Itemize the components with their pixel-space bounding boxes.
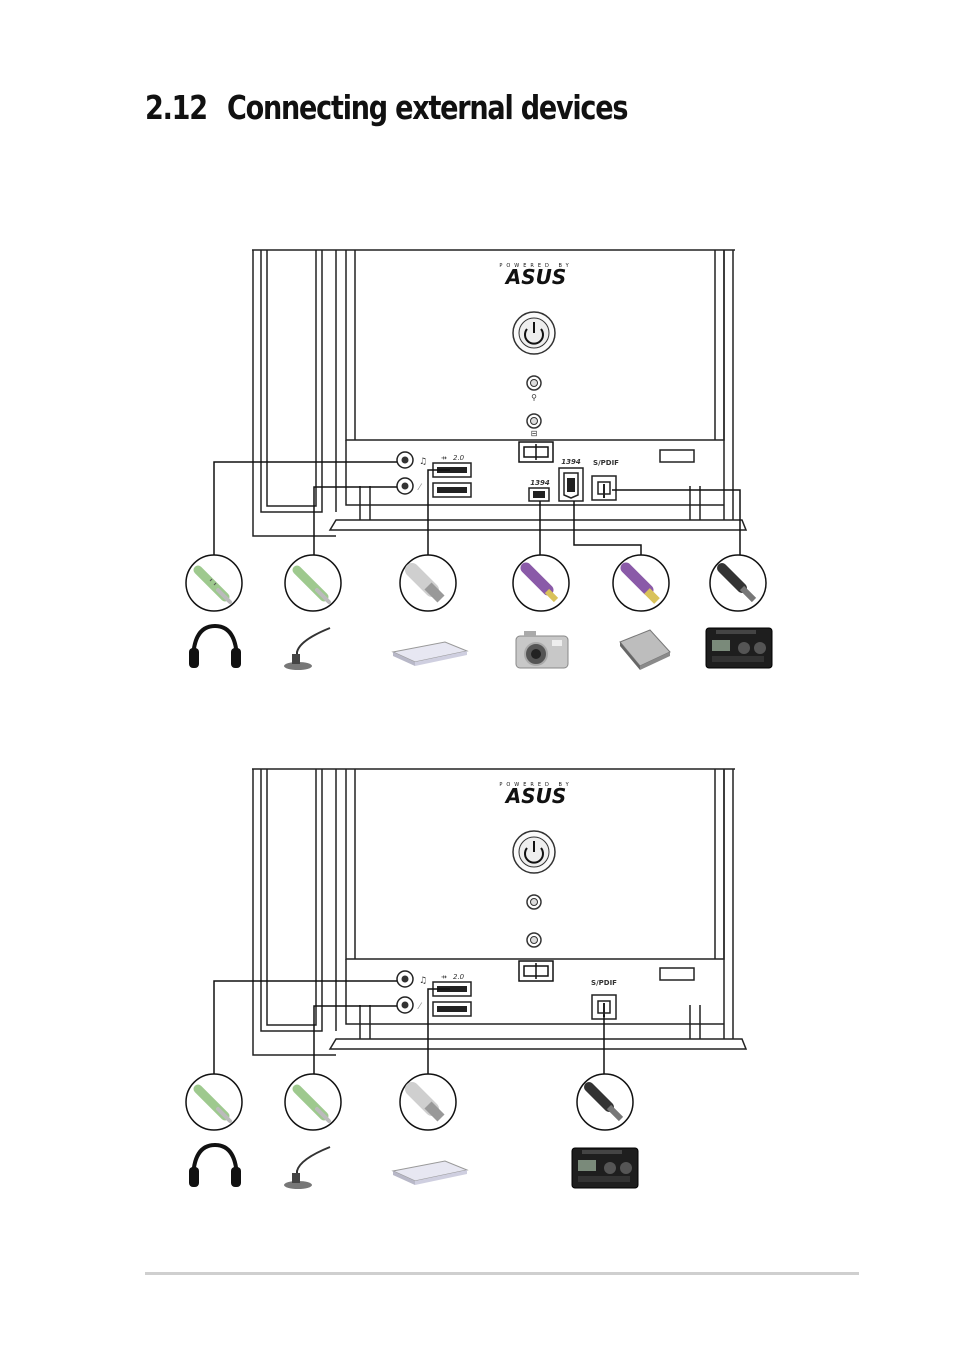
spdif-plug-callout <box>709 554 767 612</box>
usb-plug-callout <box>399 1073 457 1131</box>
brand-logo-text: ASUS <box>504 784 567 808</box>
microphone-icon <box>284 627 331 670</box>
headphone-icon: ♫ <box>419 457 427 467</box>
ieee1394-6pin-port[interactable]: 1394 <box>558 458 584 502</box>
front-panel-diagram-1: POWERED BY ASUS ⚲ ⊟ ♫ ⁄ ⇸ 2.0 <box>0 240 954 720</box>
brand-logo-text: ASUS <box>504 265 567 289</box>
headphones-icon <box>189 1142 241 1187</box>
svg-text:⊟: ⊟ <box>531 429 538 438</box>
connection-cables <box>213 461 741 555</box>
power-button[interactable] <box>512 311 556 355</box>
svg-text:⚲: ⚲ <box>531 393 537 402</box>
pc-front-panel <box>252 768 748 1056</box>
headphones-icon <box>189 623 241 668</box>
firewire-4pin-plug-callout <box>512 554 570 612</box>
usb-icon: ⇸ <box>441 454 447 462</box>
power-led <box>526 894 542 910</box>
spdif-plug-callout <box>576 1073 634 1131</box>
microphone-jack[interactable]: ⁄ <box>396 996 423 1014</box>
front-panel-diagram-2: POWERED BY ASUS ♫ ⁄ ⇸ 2.0 S/PDIF <box>0 760 954 1240</box>
pc-front-panel <box>252 249 748 537</box>
microphone-icon <box>284 1146 331 1189</box>
section-heading: 2.12 Connecting external devices <box>145 88 628 127</box>
headphone-plug-callout <box>185 1073 243 1131</box>
headphone-plug-callout <box>185 554 243 612</box>
section-number: 2.12 <box>145 88 208 127</box>
power-button[interactable] <box>512 830 556 874</box>
spdif-label: S/PDIF <box>591 979 617 987</box>
headphone-jack[interactable]: ♫ <box>396 970 427 988</box>
external-hard-drive-icon <box>619 629 671 670</box>
usb-label: 2.0 <box>453 454 465 462</box>
footer-rule <box>145 1272 859 1275</box>
scanner-icon <box>391 1160 469 1185</box>
microphone-icon: ⁄ <box>417 483 423 493</box>
ieee1394-4pin-port[interactable]: 1394 <box>528 479 550 502</box>
firewire-label-small: 1394 <box>530 479 550 487</box>
asus-logo: POWERED BY ASUS <box>499 782 572 808</box>
connection-cables <box>213 980 605 1074</box>
asus-logo: POWERED BY ASUS <box>499 263 572 289</box>
power-led: ⚲ <box>526 375 542 402</box>
headphone-jack[interactable]: ♫ <box>396 451 427 469</box>
usb-label: 2.0 <box>453 973 465 981</box>
digital-camera-icon <box>515 631 569 669</box>
reset-latch-icon <box>518 960 554 982</box>
usb-ports[interactable]: ⇸ 2.0 <box>432 454 472 498</box>
microphone-icon: ⁄ <box>417 1002 423 1012</box>
usb-ports[interactable]: ⇸ 2.0 <box>432 973 472 1017</box>
firewire-label-large: 1394 <box>561 458 581 466</box>
microphone-plug-callout <box>284 554 342 612</box>
audio-device-icon <box>705 627 773 669</box>
spdif-label: S/PDIF <box>593 459 619 467</box>
spdif-out-port[interactable]: S/PDIF <box>591 979 617 1020</box>
reset-latch-icon <box>518 441 554 463</box>
audio-device-icon <box>571 1147 639 1189</box>
headphone-icon: ♫ <box>419 976 427 986</box>
usb-plug-callout <box>399 554 457 612</box>
powered-by-text: POWERED BY <box>499 263 572 269</box>
hdd-led: ⊟ <box>526 413 542 438</box>
hdd-led <box>526 932 542 948</box>
microphone-plug-callout <box>284 1073 342 1131</box>
firewire-6pin-plug-callout <box>612 554 670 612</box>
scanner-icon <box>391 641 469 666</box>
powered-by-text: POWERED BY <box>499 782 572 788</box>
spdif-out-port[interactable]: S/PDIF <box>591 459 619 501</box>
section-title: Connecting external devices <box>227 88 628 127</box>
usb-icon: ⇸ <box>441 973 447 981</box>
microphone-jack[interactable]: ⁄ <box>396 477 423 495</box>
